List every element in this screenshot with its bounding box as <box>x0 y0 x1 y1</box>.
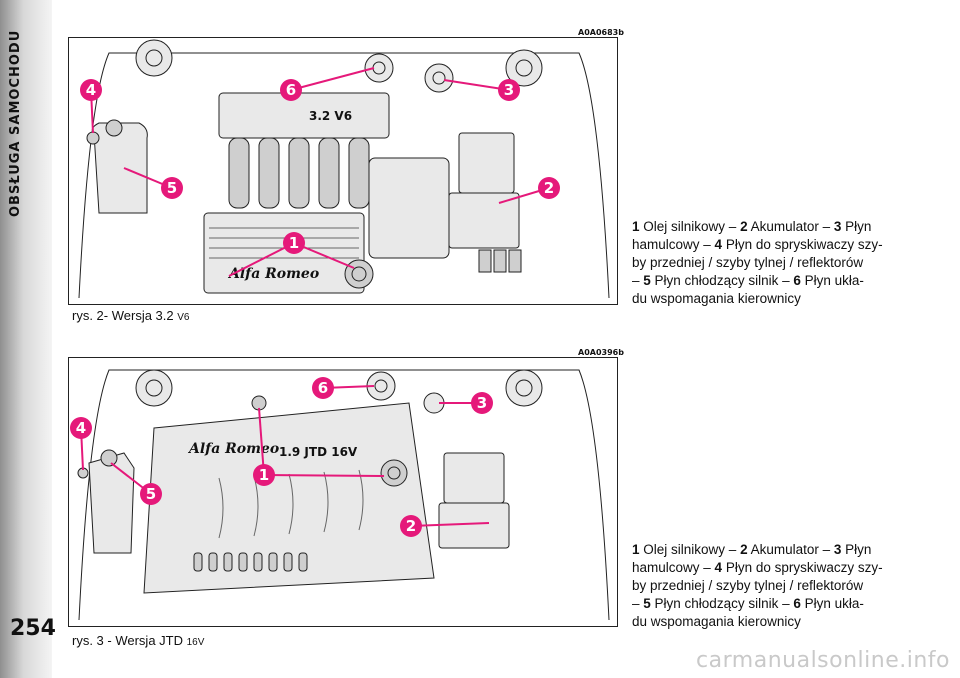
page-number: 254 <box>10 616 56 641</box>
svg-text:4: 4 <box>86 81 96 99</box>
figure1-caption: rys. 2- Wersja 3.2 V6 <box>72 308 190 323</box>
figure2-svg: Alfa Romeo 1.9 JTD 16V 1 <box>70 369 610 621</box>
figure1-code: A0A0683b <box>578 28 624 37</box>
figure2-brand-label: Alfa Romeo <box>187 441 279 457</box>
figure2-callout-3: 3 <box>439 392 493 414</box>
svg-text:2: 2 <box>406 517 416 535</box>
svg-text:6: 6 <box>318 379 328 397</box>
figure2-callout-4: 4 <box>70 417 92 471</box>
figure1-callout-2: 2 <box>498 177 560 204</box>
figure2-callout-1: 1 <box>253 407 385 486</box>
figure1-legend: 1 Olej silnikowy – 2 Akumulator – 3 Płyn… <box>632 219 883 306</box>
figure1-callout-1: 1 <box>228 232 355 277</box>
figure1-callout-4: 4 <box>80 79 102 134</box>
figure2-code: A0A0396b <box>578 348 624 357</box>
figure1-brand-label: Alfa Romeo <box>227 266 319 282</box>
figure2-callout-5: 5 <box>110 462 162 505</box>
svg-text:4: 4 <box>76 419 86 437</box>
svg-text:1: 1 <box>289 234 299 252</box>
figure1-callout-5: 5 <box>123 167 183 199</box>
svg-text:2: 2 <box>544 179 554 197</box>
figure1-engine-diagram: 3.2 V6 Alfa Romeo <box>68 37 618 305</box>
cover-slots <box>193 552 308 572</box>
svg-text:5: 5 <box>146 485 156 503</box>
intake-runners <box>228 137 370 209</box>
figure2-engine-diagram: Alfa Romeo 1.9 JTD 16V 1 <box>68 357 618 627</box>
svg-text:1: 1 <box>259 466 269 484</box>
svg-text:5: 5 <box>167 179 177 197</box>
svg-text:3: 3 <box>504 81 514 99</box>
figure2-callout-2: 2 <box>400 515 490 537</box>
figure1-engine-label: 3.2 V6 <box>309 109 352 123</box>
figure1-callout-6: 6 <box>280 67 375 101</box>
svg-text:6: 6 <box>286 81 296 99</box>
figure1-callout-3: 3 <box>443 79 520 101</box>
figure2-legend: 1 Olej silnikowy – 2 Akumulator – 3 Płyn… <box>632 542 883 629</box>
figure2-callout-6: 6 <box>312 377 375 399</box>
side-bar: OBSŁUGA SAMOCHODU 254 <box>0 0 56 678</box>
figure2-caption: rys. 3 - Wersja JTD 16V <box>72 633 205 648</box>
watermark: carmanualsonline.info <box>696 648 950 673</box>
figure2-engine-label: 1.9 JTD 16V <box>279 445 358 459</box>
section-title: OBSŁUGA SAMOCHODU <box>8 30 23 218</box>
svg-text:3: 3 <box>477 394 487 412</box>
figure1-svg: 3.2 V6 Alfa Romeo <box>78 39 610 299</box>
